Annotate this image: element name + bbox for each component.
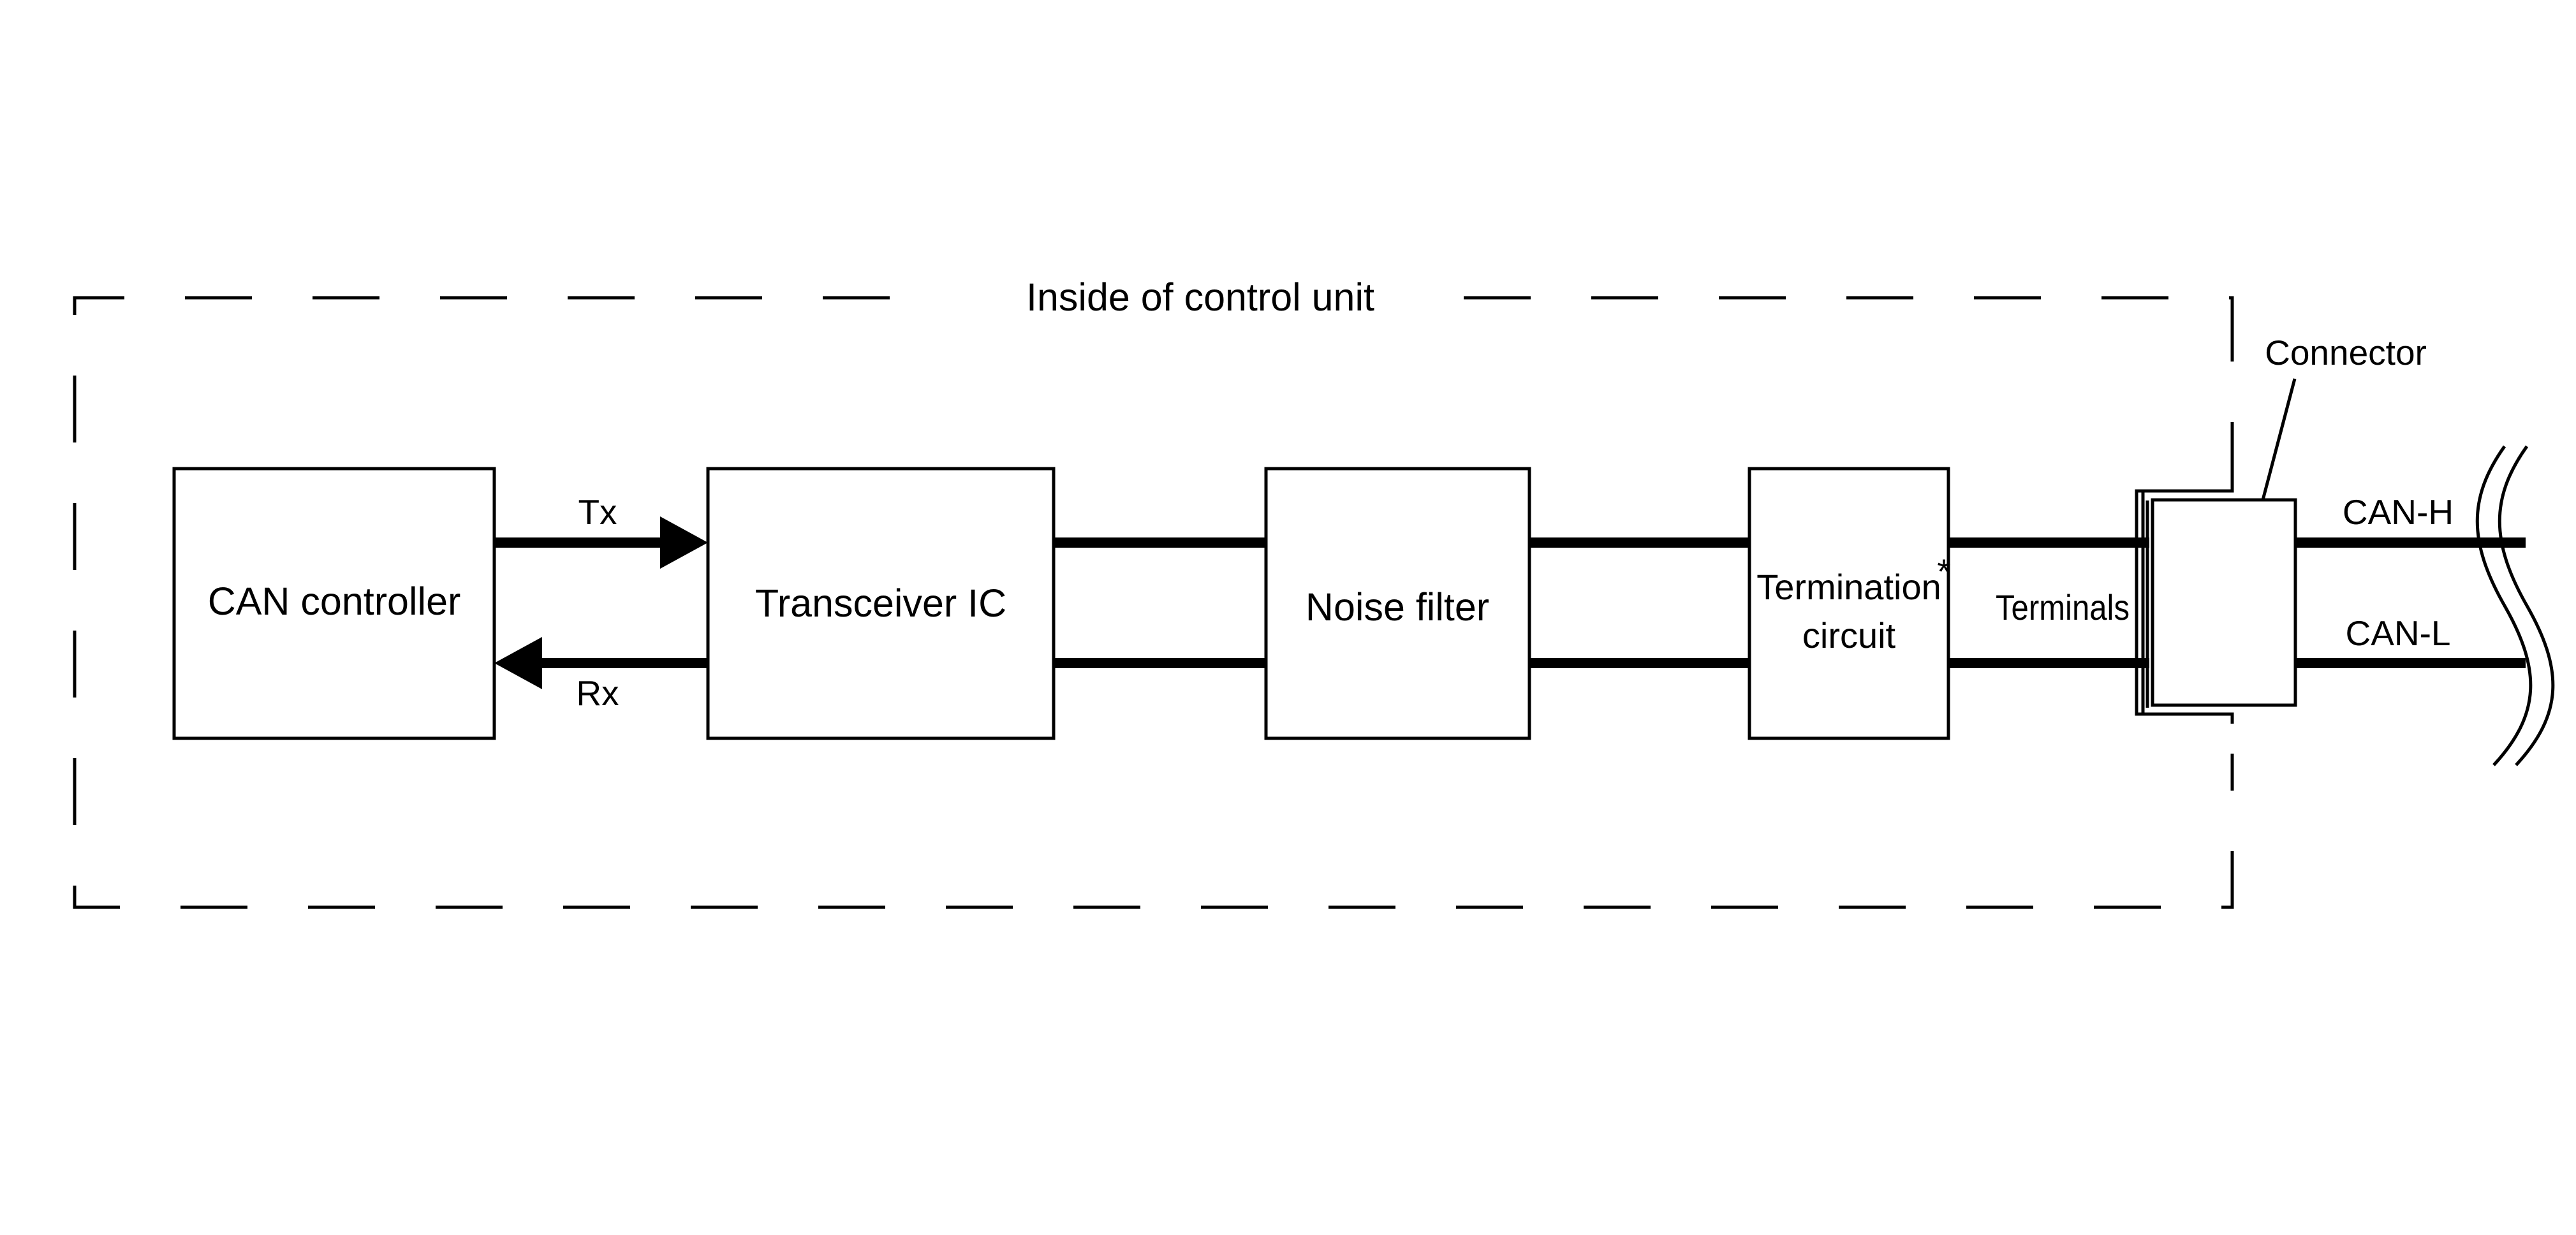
termination-block: Termination circuit *	[1748, 467, 1951, 740]
tx-signal: Tx	[494, 492, 708, 569]
break-curve-left	[2475, 445, 2533, 766]
transceiver-block: Transceiver IC	[706, 467, 1056, 740]
connector-housing-outer	[2141, 469, 2234, 724]
can-controller-label: CAN controller	[208, 580, 461, 623]
termination-footnote-mark: *	[1937, 552, 1950, 591]
can-l-label: CAN-L	[2345, 613, 2450, 653]
rx-arrowhead	[494, 637, 542, 689]
can-controller-block: CAN controller	[172, 467, 496, 740]
control-unit-boundary: Inside of control unit	[73, 275, 2234, 909]
tx-label: Tx	[578, 492, 617, 532]
termination-label-line2: circuit	[1802, 615, 1896, 655]
connector-housing-flange-top	[2135, 489, 2143, 716]
internal-bus-wires	[1054, 537, 2149, 668]
termination-box	[1748, 467, 1950, 740]
termination-label-line1: Termination	[1756, 567, 1941, 607]
connector-leader-line	[2261, 378, 2297, 501]
tx-arrowhead	[660, 516, 708, 569]
connector-body	[2151, 498, 2297, 707]
noise-filter-label: Noise filter	[1306, 585, 1489, 629]
rx-signal: Rx	[494, 637, 708, 713]
noise-filter-block: Noise filter	[1264, 467, 1531, 740]
boundary-top-left	[73, 296, 2234, 909]
noise-filter-box	[1264, 467, 1531, 740]
can-h-label: CAN-H	[2343, 492, 2454, 532]
transceiver-box	[706, 467, 1056, 740]
rx-label: Rx	[576, 673, 619, 713]
can-controller-box	[172, 467, 496, 740]
terminals-label: Terminals	[1996, 587, 2130, 627]
transceiver-label: Transceiver IC	[755, 581, 1006, 625]
boundary-label: Inside of control unit	[1026, 275, 1374, 319]
external-bus-wires: CAN-H CAN-L	[2296, 492, 2526, 668]
connector-block: Connector	[2135, 333, 2427, 724]
connector-label: Connector	[2265, 333, 2427, 372]
wire-break-symbol	[2475, 445, 2555, 766]
break-curve-right	[2498, 445, 2555, 766]
boundary-top-right	[1464, 296, 2234, 469]
